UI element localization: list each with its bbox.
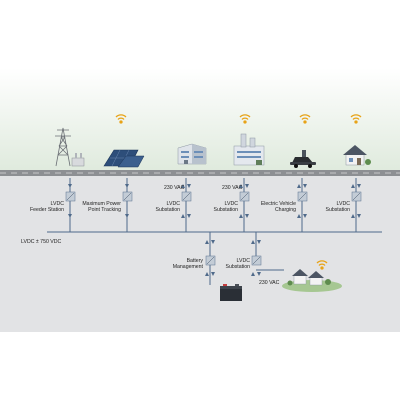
label-line: LVDC <box>225 201 239 207</box>
label-line: Maximum Power <box>82 201 121 207</box>
label-line: LVDC <box>237 258 251 264</box>
label-line: Substation <box>325 207 350 213</box>
vac-label-2: 230 VAC <box>222 185 243 191</box>
transmission-tower-icon <box>55 127 71 167</box>
substation-equipment-icon <box>71 153 85 167</box>
lvdc-substation-4-label: LVDC Substation <box>225 258 250 270</box>
vac-label-3: 230 VAC <box>259 280 280 286</box>
label-line: Point Tracking <box>88 207 121 213</box>
electric-car-icon <box>290 150 316 168</box>
residential-houses-icon <box>282 269 342 292</box>
converter-box <box>239 191 250 202</box>
label-line: Substation <box>213 207 238 213</box>
converter-box <box>205 255 216 266</box>
label-line: Substation <box>225 264 250 270</box>
mppt-label: Maximum Power Point Tracking <box>82 201 121 213</box>
label-line: LVDC <box>337 201 351 207</box>
solar-panel-icon <box>103 149 145 168</box>
converter-box <box>351 191 362 202</box>
label-line: Feeder Station <box>30 207 64 213</box>
lvdc-substation-1-label: LVDC Substation <box>155 201 180 213</box>
converter-box <box>181 191 192 202</box>
battery-icon <box>220 284 242 301</box>
wifi-signal-icon <box>299 114 311 124</box>
wifi-signal-icon <box>316 260 328 270</box>
label-line: Battery <box>187 258 204 264</box>
office-building-icon <box>177 143 207 165</box>
label-line: LVDC <box>167 201 181 207</box>
battery-management-label: Battery Management <box>173 258 204 270</box>
lvdc-substation-2-label: LVDC Substation <box>213 201 238 213</box>
converter-box <box>65 191 76 202</box>
flow-arrows <box>68 184 361 276</box>
converter-box <box>122 191 133 202</box>
converter-box <box>251 255 262 266</box>
label-line: Substation <box>155 207 180 213</box>
label-line: Electric Vehicle <box>261 201 296 207</box>
lvdc-substation-3-label: LVDC Substation <box>325 201 350 213</box>
factory-icon <box>233 133 265 166</box>
ground-band <box>0 172 400 332</box>
wifi-signal-icon <box>239 114 251 124</box>
label-line: LVDC <box>51 201 65 207</box>
wifi-signal-icon <box>115 114 127 124</box>
vac-label-1: 230 VAC <box>164 185 185 191</box>
wifi-signal-icon <box>350 114 362 124</box>
label-line: Charging <box>275 207 296 213</box>
converter-box <box>297 191 308 202</box>
bus-voltage-label: LVDC ± 750 VDC <box>21 239 61 245</box>
label-line: Management <box>173 264 204 270</box>
house-icon <box>343 145 371 166</box>
ev-charging-label: Electric Vehicle Charging <box>261 201 296 213</box>
lvdc-feeder-label: LVDC Feeder Station <box>30 201 64 213</box>
